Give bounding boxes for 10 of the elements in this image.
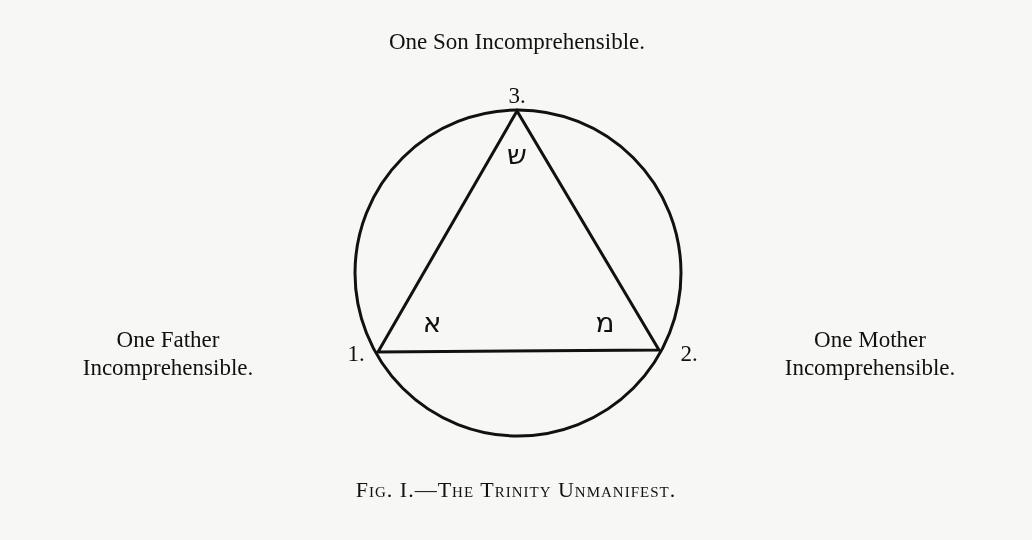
side-label: One Father Incomprehensible. <box>81 326 255 382</box>
heading-label: One Son Incomprehensible. <box>387 28 647 56</box>
vertex-number: 2. <box>679 340 699 368</box>
hebrew-letter: מ <box>594 306 616 340</box>
hebrew-letter: ש <box>506 138 528 172</box>
figure-caption: Fig. I.—The Trinity Unmanifest. <box>354 477 678 503</box>
vertex-number: 1. <box>346 340 366 368</box>
side-label: One Mother Incomprehensible. <box>783 326 957 382</box>
hebrew-letter: א <box>421 306 443 340</box>
vertex-number: 3. <box>507 82 527 110</box>
